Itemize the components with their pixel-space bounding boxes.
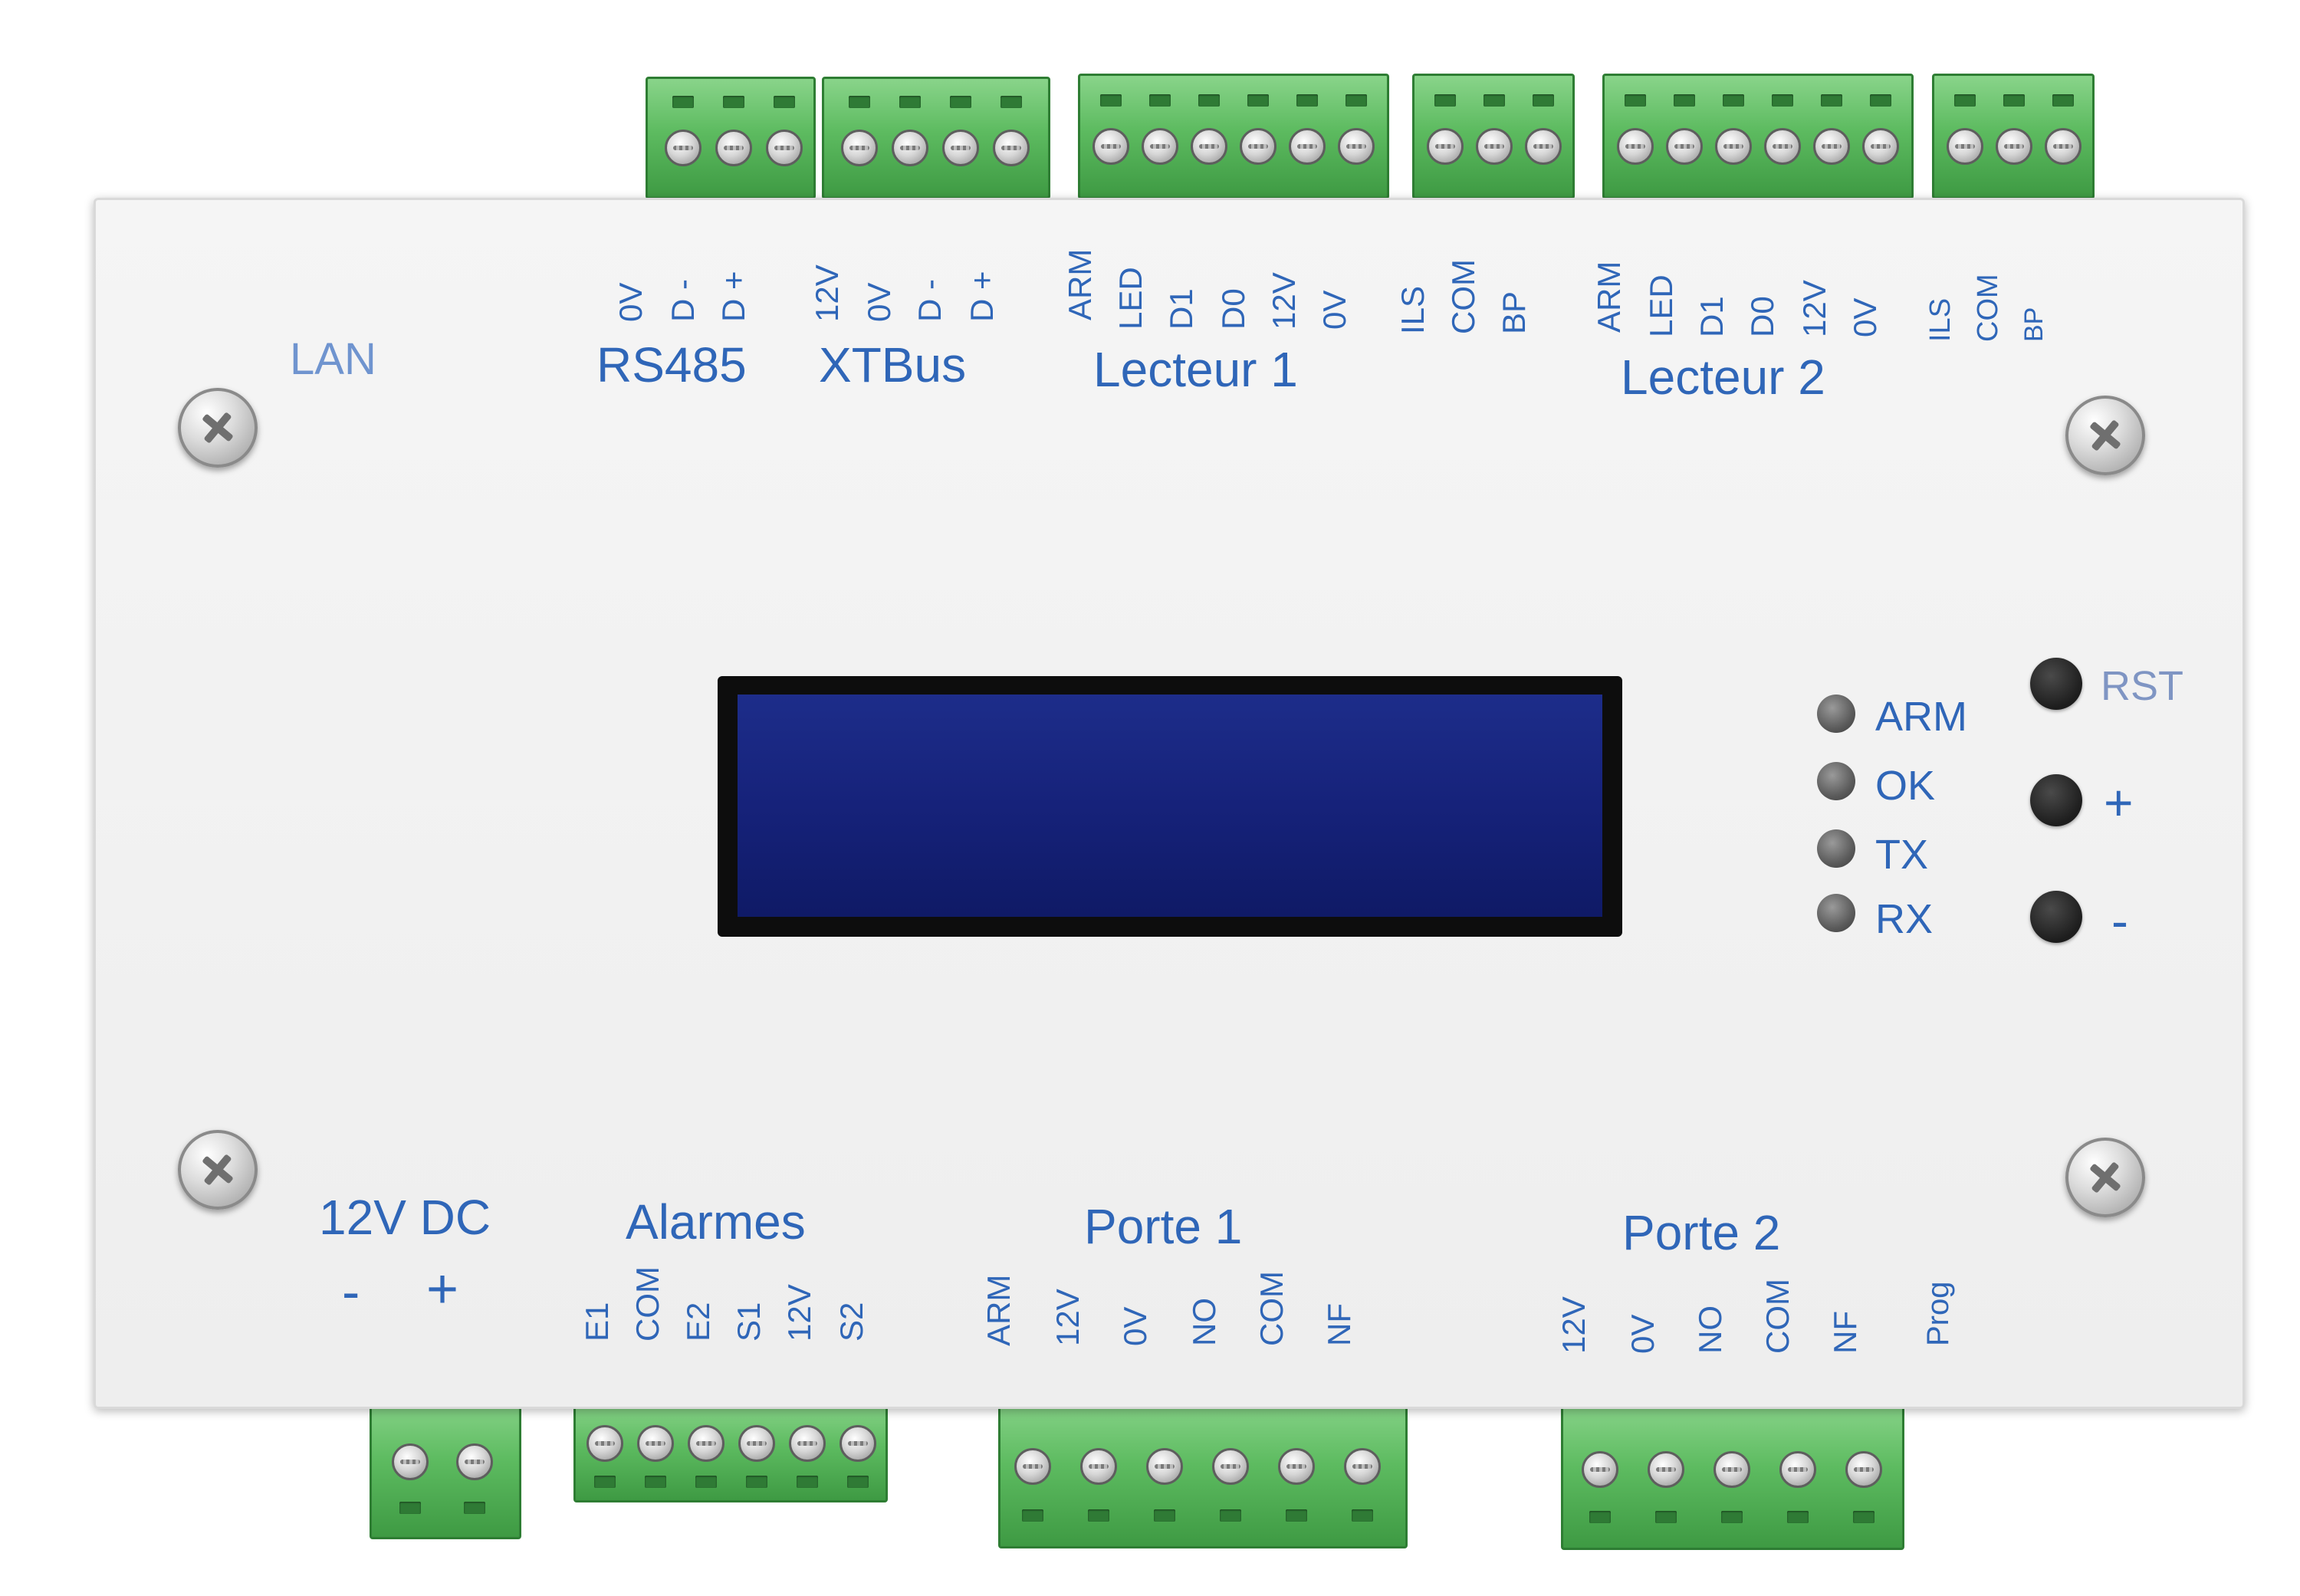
panel-screw-bottom-left [178, 1130, 258, 1210]
pin-label: ILS [1395, 285, 1431, 334]
pin-label: NF [1827, 1311, 1863, 1354]
pin-label: COM [1254, 1271, 1290, 1346]
pin-label: 12V [781, 1284, 817, 1341]
terminal-block-lecteur2-aux [1932, 74, 2095, 199]
pin-label: 0V [861, 282, 897, 322]
terminal-block-xtbus [822, 77, 1050, 199]
pin-label: COM [629, 1266, 665, 1341]
pin-label: LED [1112, 267, 1148, 330]
led-label-tx: TX [1875, 832, 1929, 878]
pin-label: ARM [1591, 261, 1627, 333]
terminal-block-lecteur1-aux [1412, 74, 1575, 199]
label-porte-2: Porte 2 [1622, 1205, 1781, 1260]
led-label-ok: OK [1875, 763, 1936, 809]
pin-label: E2 [680, 1302, 716, 1341]
pin-label: D + [964, 271, 1000, 322]
pin-label: D + [715, 271, 751, 322]
panel-screw-bottom-right [2065, 1138, 2145, 1217]
pin-label: S1 [731, 1302, 767, 1341]
pin-label: 12V [809, 264, 845, 322]
pin-label: NF [1321, 1303, 1357, 1346]
pin-label: D - [665, 279, 701, 322]
led-ok [1817, 762, 1855, 800]
pin-label: 0V [1316, 290, 1352, 330]
pin-label: 12V [1266, 272, 1302, 330]
led-rx [1817, 894, 1855, 932]
pin-label: S2 [833, 1302, 869, 1341]
label-lan: LAN [290, 334, 376, 384]
pin-label: NO [1186, 1298, 1222, 1346]
pin-label: BP [1496, 291, 1532, 334]
led-tx [1817, 829, 1855, 868]
terminal-block-alarmes [573, 1400, 888, 1502]
button-label-plus: + [2104, 774, 2134, 831]
pin-label: BP [2019, 307, 2049, 342]
pin-label: ARM [981, 1274, 1017, 1346]
pin-label: D0 [1215, 288, 1251, 330]
label-12v-dc: 12V DC [319, 1190, 491, 1245]
pin-label: LED [1643, 274, 1679, 337]
label-xtbus: XTBus [819, 337, 967, 392]
pin-label: E1 [579, 1302, 615, 1341]
pin-label: 0V [1625, 1314, 1661, 1354]
terminal-block-porte1 [998, 1395, 1408, 1548]
pin-label: 0V [613, 282, 649, 322]
pin-label: ILS [1924, 297, 1957, 342]
panel-screw-top-left [178, 388, 258, 468]
pin-label: Prog [1921, 1281, 1955, 1347]
pin-label: D1 [1163, 288, 1199, 330]
pin-label: D - [912, 279, 948, 322]
label-rs485: RS485 [596, 337, 747, 392]
pin-label: NO [1692, 1305, 1728, 1354]
button-label-rst: RST [2101, 663, 2183, 709]
button-label-minus: - [2111, 892, 2128, 949]
reset-button[interactable] [2030, 658, 2082, 710]
label-power-minus: - [342, 1262, 360, 1322]
led-label-rx: RX [1875, 896, 1934, 942]
pin-label: D0 [1744, 296, 1780, 337]
minus-button[interactable] [2030, 891, 2082, 943]
pin-label: 0V [1847, 297, 1883, 337]
label-lecteur-2: Lecteur 2 [1621, 350, 1825, 405]
led-label-arm: ARM [1875, 694, 1967, 740]
pin-label: COM [1445, 259, 1481, 334]
panel-screw-top-right [2065, 396, 2145, 475]
plus-button[interactable] [2030, 774, 2082, 826]
pin-label: COM [1760, 1279, 1796, 1354]
terminal-block-porte2 [1561, 1400, 1904, 1550]
terminal-block-lecteur2 [1602, 74, 1914, 199]
pin-label: 12V [1050, 1289, 1086, 1346]
pin-label: D1 [1694, 296, 1730, 337]
terminal-block-power [370, 1395, 521, 1539]
pin-label: 0V [1117, 1306, 1153, 1346]
label-alarmes: Alarmes [626, 1194, 806, 1250]
pin-label: 12V [1796, 280, 1832, 337]
label-power-plus: + [426, 1259, 459, 1320]
terminal-block-lecteur1 [1078, 74, 1389, 199]
label-porte-1: Porte 1 [1084, 1199, 1243, 1254]
lcd-screen [738, 695, 1602, 917]
terminal-block-rs485 [646, 77, 816, 199]
pin-label: 12V [1556, 1296, 1592, 1354]
led-arm [1817, 695, 1855, 733]
label-lecteur-1: Lecteur 1 [1093, 342, 1298, 397]
pin-label: COM [1972, 274, 2004, 342]
pin-label: ARM [1062, 248, 1098, 320]
